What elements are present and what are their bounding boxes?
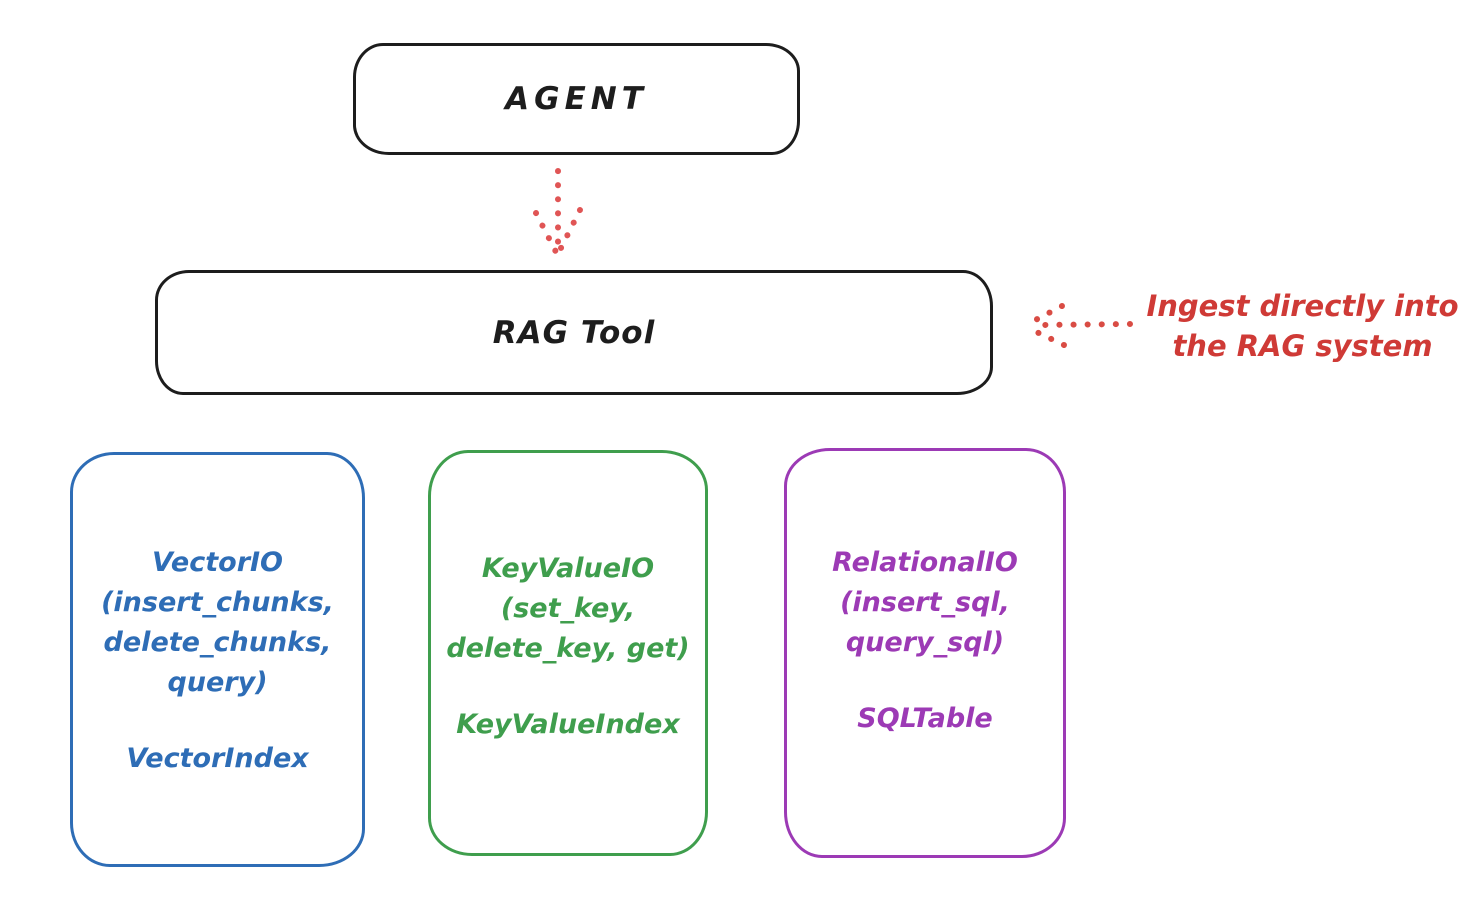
relational-io-box: RelationalIO (insert_sql, query_sql) SQL…: [784, 448, 1066, 858]
relational-io-param-line: (insert_sql,: [840, 587, 1010, 618]
vector-io-box: VectorIO (insert_chunks, delete_chunks, …: [70, 452, 365, 867]
keyvalue-io-param-line: (set_key,: [500, 593, 636, 624]
agent-box: AGENT: [353, 43, 800, 155]
sql-table-label: SQLTable: [857, 703, 993, 734]
ingest-annotation: Ingest directly into the RAG system: [1130, 286, 1475, 366]
relational-io-title: RelationalIO: [832, 547, 1018, 578]
ingest-annotation-line2: the RAG system: [1172, 329, 1433, 363]
agent-box-label: AGENT: [505, 81, 648, 117]
rag-tool-box-label: RAG Tool: [492, 314, 656, 351]
vector-io-param-line: delete_chunks,: [103, 627, 332, 658]
relational-io-param-line: query_sql): [845, 627, 1005, 658]
vector-io-title: VectorIO: [151, 547, 284, 578]
keyvalue-io-box: KeyValueIO (set_key, delete_key, get) Ke…: [428, 450, 708, 856]
vector-io-param-line: query): [167, 667, 268, 698]
vector-io-param-line: (insert_chunks,: [101, 587, 334, 618]
ingest-annotation-line1: Ingest directly into: [1146, 289, 1459, 323]
keyvalue-io-title: KeyValueIO: [481, 553, 655, 584]
agent-to-rag-arrow: [533, 168, 583, 255]
rag-tool-box: RAG Tool: [155, 270, 993, 395]
keyvalue-io-param-line: delete_key, get): [446, 633, 690, 664]
annotation-to-rag-arrow: [1023, 303, 1133, 348]
keyvalue-index-label: KeyValueIndex: [456, 709, 680, 740]
vector-index-label: VectorIndex: [126, 743, 309, 774]
